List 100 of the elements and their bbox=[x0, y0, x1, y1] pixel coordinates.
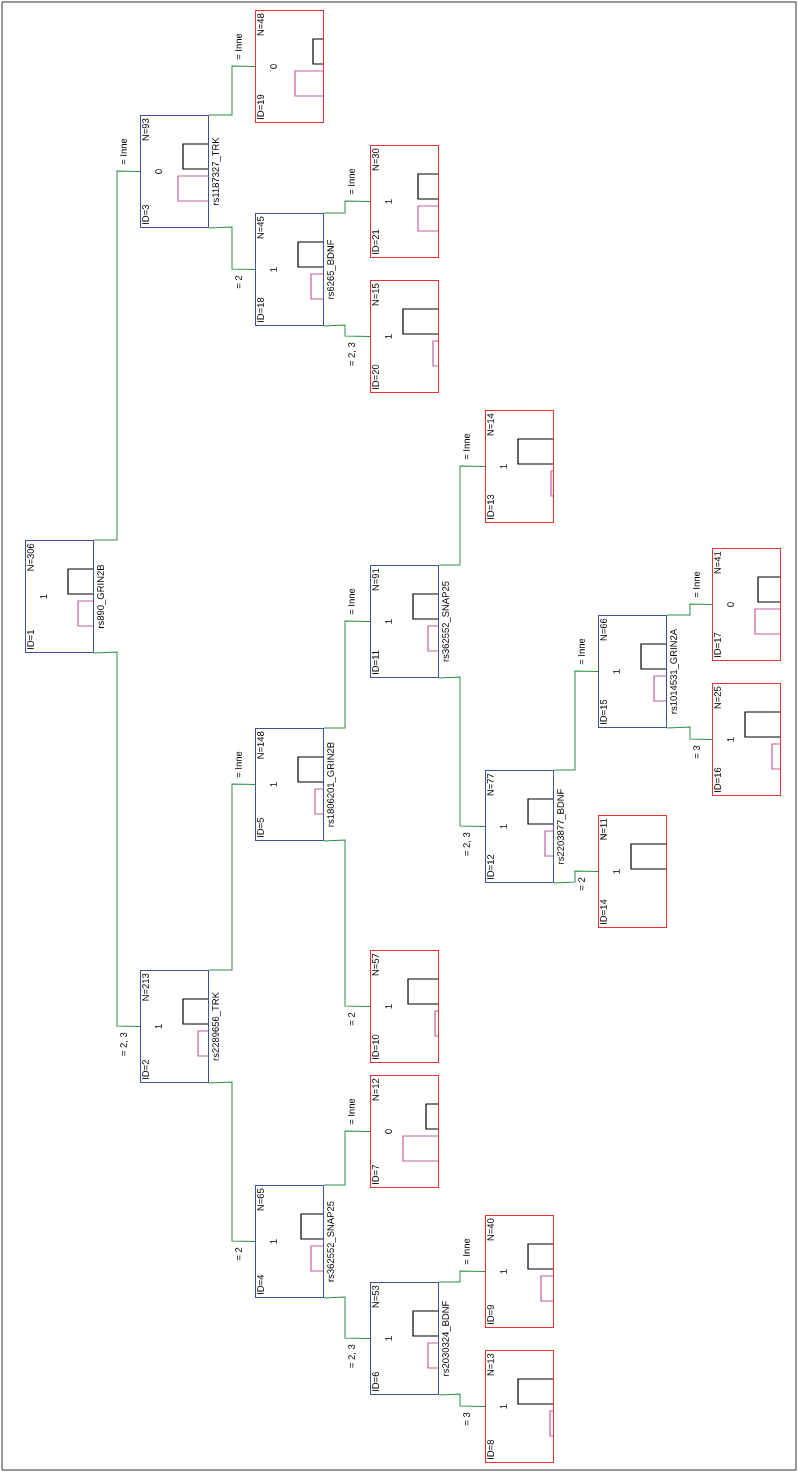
count-label: N=45 bbox=[257, 216, 264, 239]
count-label: N=30 bbox=[372, 148, 379, 171]
connector bbox=[553, 870, 599, 884]
node-id: ID=21 bbox=[372, 229, 379, 254]
split-node-box bbox=[140, 115, 209, 228]
node-id: ID=17 bbox=[714, 632, 721, 657]
split-variable: rs1014531_GRIN2A bbox=[670, 628, 679, 714]
node-id: ID=10 bbox=[372, 1034, 379, 1059]
class-label: 1 bbox=[40, 594, 47, 599]
edge-label: = Inne bbox=[347, 1097, 356, 1126]
leaf-node-box bbox=[485, 1350, 554, 1463]
split-variable: rs2203877_BDNF bbox=[557, 789, 566, 864]
edge-label: = Inne bbox=[347, 167, 356, 196]
connector bbox=[323, 1130, 371, 1186]
connector bbox=[323, 324, 371, 337]
connector bbox=[438, 465, 486, 566]
node-id: ID=18 bbox=[257, 297, 264, 322]
class-label: 1 bbox=[385, 619, 392, 624]
class-label: 1 bbox=[155, 1024, 162, 1029]
class-label: 1 bbox=[613, 669, 620, 674]
class-label: 1 bbox=[727, 737, 734, 742]
edge-label: = 3 bbox=[692, 744, 701, 760]
split-variable: rs1806201_GRIN2B bbox=[327, 742, 336, 827]
count-label: N=40 bbox=[487, 1218, 494, 1241]
node-id: ID=5 bbox=[257, 817, 264, 837]
edge-label: = Inne bbox=[347, 587, 356, 616]
node-id: ID=8 bbox=[487, 1439, 494, 1459]
node-id: ID=16 bbox=[714, 767, 721, 792]
node-id: ID=9 bbox=[487, 1305, 494, 1324]
connector bbox=[438, 676, 486, 827]
connector bbox=[553, 670, 599, 771]
edge-label: = 2, 3 bbox=[347, 341, 357, 368]
class-label: 1 bbox=[385, 1004, 392, 1009]
split-node-box bbox=[255, 1185, 324, 1298]
class-label: 1 bbox=[385, 199, 392, 204]
class-label: 1 bbox=[270, 782, 277, 787]
count-label: N=11 bbox=[600, 818, 607, 840]
count-label: N=213 bbox=[142, 973, 149, 1001]
split-variable: rs890_GRIN2B bbox=[97, 564, 106, 628]
split-node-box bbox=[598, 615, 667, 728]
connector bbox=[323, 620, 371, 729]
connector bbox=[208, 226, 256, 270]
count-label: N=91 bbox=[372, 568, 379, 591]
node-id: ID=14 bbox=[600, 899, 607, 924]
node-id: ID=15 bbox=[600, 699, 607, 724]
node-id: ID=6 bbox=[372, 1372, 379, 1391]
count-label: N=53 bbox=[372, 1285, 379, 1308]
split-node-box bbox=[255, 728, 324, 841]
split-variable: rs1187327_TRK bbox=[212, 137, 221, 205]
node-id: ID=20 bbox=[372, 364, 379, 389]
connector bbox=[438, 1393, 486, 1407]
connector bbox=[323, 200, 371, 214]
class-label: 1 bbox=[500, 824, 507, 829]
class-label: 0 bbox=[270, 64, 277, 69]
count-label: N=148 bbox=[257, 731, 264, 759]
count-label: N=66 bbox=[600, 618, 607, 641]
count-label: N=306 bbox=[27, 543, 34, 571]
connector bbox=[666, 726, 713, 740]
count-label: N=12 bbox=[372, 1078, 379, 1101]
edge-label: = Inne bbox=[692, 570, 701, 599]
leaf-node-box bbox=[598, 815, 667, 928]
split-node-box bbox=[255, 213, 324, 326]
split-variable: rs2289656_TRK bbox=[212, 992, 221, 1061]
count-label: N=41 bbox=[714, 551, 721, 574]
edge-label: = 2 bbox=[234, 274, 243, 290]
split-variable: rs362552_SNAP25 bbox=[327, 1201, 336, 1282]
count-label: N=13 bbox=[487, 1353, 494, 1376]
count-label: N=65 bbox=[257, 1188, 264, 1211]
split-node-box bbox=[370, 1282, 439, 1395]
class-label: 1 bbox=[500, 1269, 507, 1274]
edge-label: = 3 bbox=[462, 1411, 471, 1427]
leaf-node-box bbox=[485, 1215, 554, 1328]
class-label: 1 bbox=[613, 869, 620, 874]
connector bbox=[93, 651, 141, 1027]
node-id: ID=2 bbox=[142, 1060, 149, 1079]
leaf-node-box bbox=[370, 1075, 439, 1188]
count-label: N=93 bbox=[142, 118, 149, 141]
node-id: ID=13 bbox=[487, 494, 494, 519]
class-label: 1 bbox=[500, 464, 507, 469]
leaf-node-box bbox=[255, 10, 324, 123]
class-label: 1 bbox=[270, 267, 277, 272]
connector bbox=[323, 1296, 371, 1339]
leaf-node-box bbox=[712, 548, 781, 661]
node-id: ID=7 bbox=[372, 1165, 379, 1184]
node-id: ID=19 bbox=[257, 94, 264, 119]
edge-label: = 2 bbox=[234, 1246, 243, 1262]
class-label: 0 bbox=[385, 1129, 392, 1134]
count-label: N=15 bbox=[372, 283, 379, 306]
connector bbox=[666, 603, 713, 616]
count-label: N=77 bbox=[487, 773, 494, 796]
count-label: N=57 bbox=[372, 953, 379, 976]
edge-label: = 2 bbox=[577, 876, 586, 892]
edge-label: = 2, 3 bbox=[119, 1031, 129, 1058]
leaf-node-box bbox=[370, 950, 439, 1063]
connector bbox=[323, 839, 371, 1007]
class-label: 1 bbox=[385, 1336, 392, 1341]
edge-label: = Inne bbox=[234, 32, 243, 61]
leaf-node-box bbox=[370, 145, 439, 258]
node-id: ID=12 bbox=[487, 854, 494, 879]
count-label: N=48 bbox=[257, 13, 264, 36]
